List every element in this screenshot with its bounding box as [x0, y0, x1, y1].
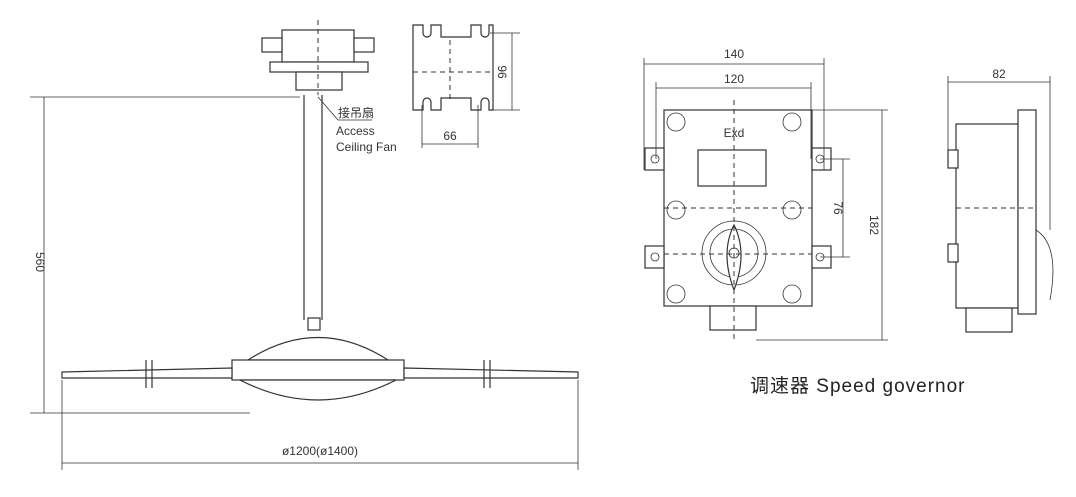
governor-height-dimension: 182 — [867, 215, 881, 235]
ceiling-fan-drawing: 560 ø1200(ø1400) 接吊扇 Access Ceiling Fan — [30, 20, 579, 470]
governor-caption: 调速器 Speed governor — [750, 375, 966, 397]
depth-dimension: 82 — [992, 67, 1006, 81]
plate-height-dimension: 96 — [495, 65, 509, 79]
connector-label-cn: 接吊扇 — [338, 105, 374, 120]
outer-width-dimension: 140 — [724, 47, 744, 61]
plate-width-dimension: 66 — [443, 129, 457, 143]
inner-width-dimension: 120 — [724, 72, 744, 86]
fan-diameter-dimension: ø1200(ø1400) — [282, 444, 358, 458]
connector-label-en-1: Access — [336, 124, 375, 138]
mount-plate-drawing: 96 66 — [412, 24, 520, 148]
fan-height-dimension: 560 — [33, 252, 47, 272]
exd-marking: Exd — [724, 126, 745, 140]
hole-spacing-dimension: 76 — [831, 201, 845, 215]
governor-front-view: Exd 140 120 76 182 — [643, 47, 888, 341]
governor-side-view: 82 — [947, 67, 1054, 333]
connector-label-en-2: Ceiling Fan — [336, 140, 397, 154]
